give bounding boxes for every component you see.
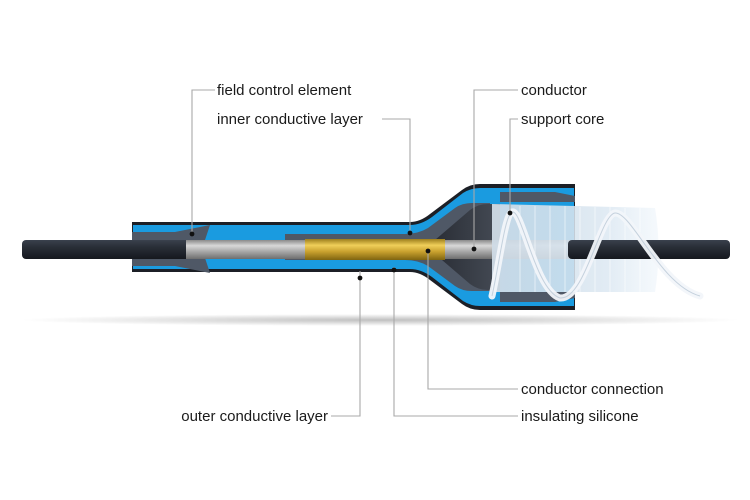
- label-inner-conductive-layer: inner conductive layer: [217, 111, 363, 128]
- ground-shadow: [20, 314, 740, 326]
- dot-outer-conductive-layer: [357, 275, 363, 281]
- dot-field-control-element: [189, 231, 195, 237]
- leader-field-control-element: [191, 89, 215, 232]
- support-core-spiral-edge: [491, 211, 701, 299]
- dot-inner-conductive-layer: [407, 230, 413, 236]
- leader-insulating-silicone: [393, 267, 518, 417]
- field-control-element-right-top: [500, 192, 575, 202]
- leader-conductor-connection: [427, 251, 518, 390]
- dot-insulating-silicone: [391, 267, 397, 273]
- dot-support-core: [507, 210, 513, 216]
- label-field-control-element: field control element: [217, 82, 352, 99]
- leader-inner-conductive-layer: [382, 118, 411, 232]
- label-conductor: conductor: [521, 82, 587, 99]
- label-insulating-silicone: insulating silicone: [521, 408, 639, 425]
- label-outer-conductive-layer: outer conductive layer: [181, 408, 328, 425]
- label-conductor-connection: conductor connection: [521, 381, 664, 398]
- conductor-connection-sleeve: [305, 239, 445, 260]
- field-control-element-left: [132, 225, 210, 273]
- left-cable-sheath-inner: [130, 240, 188, 259]
- leader-support-core: [509, 118, 518, 212]
- label-support-core: support core: [521, 111, 604, 128]
- leader-conductor: [473, 89, 518, 249]
- dot-conductor-connection: [425, 248, 431, 254]
- leader-outer-conductive-layer: [331, 271, 361, 417]
- dot-conductor: [471, 246, 477, 252]
